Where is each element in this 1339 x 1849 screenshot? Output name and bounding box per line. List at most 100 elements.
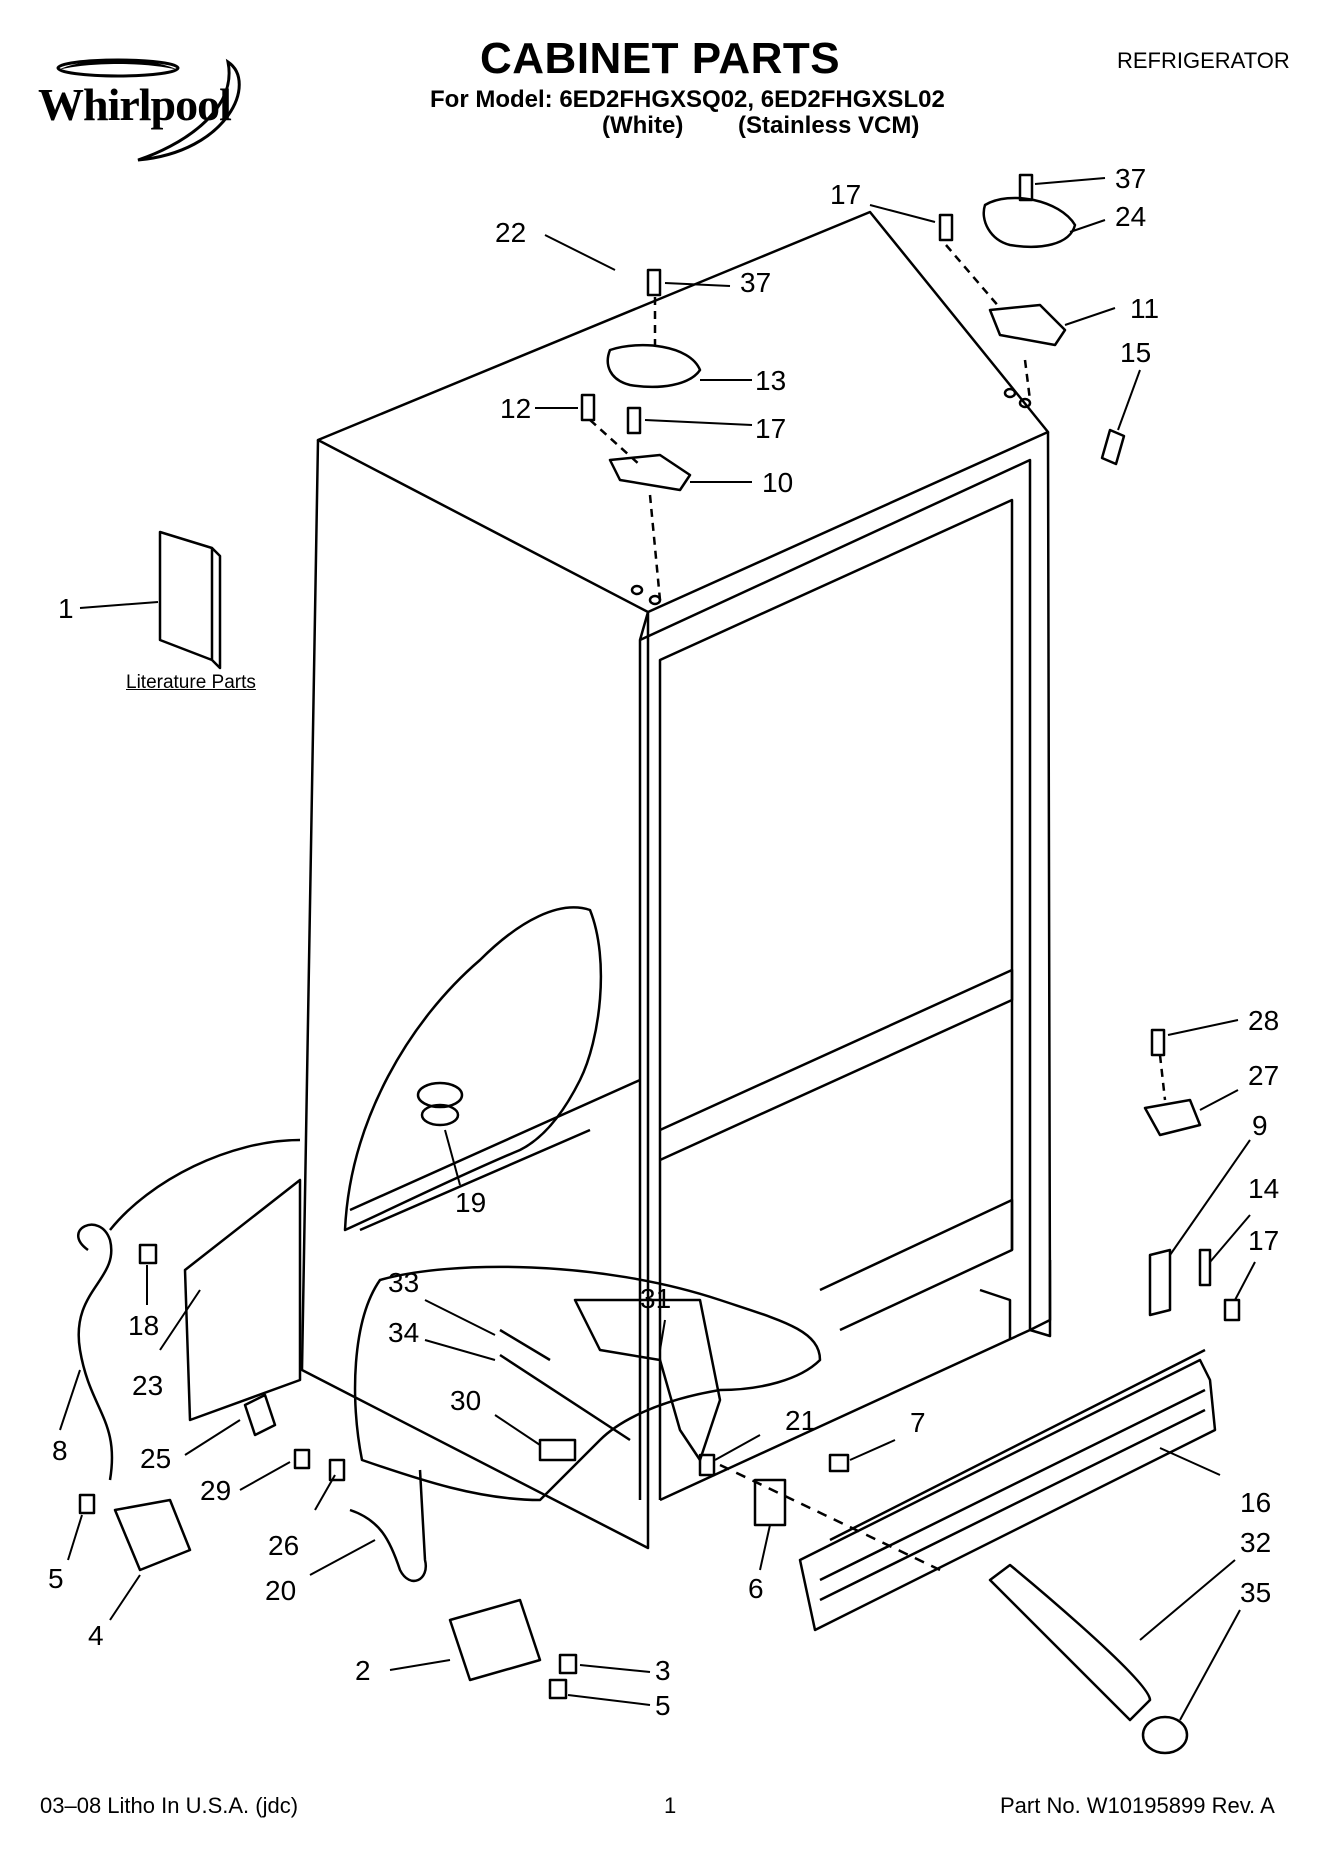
leader-17a — [869, 204, 936, 223]
callout-37: 37 — [740, 267, 771, 298]
callout-8: 8 — [52, 1435, 68, 1466]
category-label: REFRIGERATOR — [1117, 48, 1290, 73]
callout-3: 3 — [655, 1655, 671, 1686]
callout-21: 21 — [785, 1405, 816, 1436]
callout-37: 37 — [1115, 163, 1146, 194]
leader-21 — [714, 1434, 761, 1461]
toe-grille — [798, 1348, 1217, 1632]
leader-1 — [79, 601, 159, 609]
water-line-20 — [349, 1469, 428, 1582]
variant-stainless: (Stainless VCM) — [738, 112, 920, 139]
screw-5b — [548, 1678, 568, 1700]
callout-25: 25 — [140, 1443, 171, 1474]
leader-25 — [184, 1419, 241, 1456]
callout-27: 27 — [1248, 1060, 1279, 1091]
screw-37a — [1018, 173, 1034, 202]
water-filter — [988, 1563, 1152, 1722]
leader-19 — [444, 1129, 461, 1186]
leader-9 — [1169, 1139, 1251, 1256]
leader-4 — [109, 1574, 141, 1621]
callout-14: 14 — [1248, 1173, 1279, 1204]
callout-9: 9 — [1252, 1110, 1268, 1141]
hinge-10 — [608, 453, 692, 492]
hinge-13-cover — [606, 344, 702, 389]
leader-22 — [544, 234, 616, 271]
screw-12 — [580, 393, 596, 422]
leader-26 — [314, 1474, 336, 1511]
screw-5a — [78, 1493, 96, 1515]
leader-23 — [159, 1289, 201, 1351]
leader-3 — [579, 1664, 651, 1673]
leader-14 — [1209, 1214, 1251, 1263]
leader-2 — [389, 1659, 451, 1671]
variant-white: (White) — [602, 112, 684, 139]
screw-3 — [558, 1653, 578, 1675]
model-line: For Model: 6ED2FHGXSQ02, 6ED2FHGXSL02 — [430, 86, 945, 113]
screw-28 — [1150, 1028, 1166, 1057]
callout-13: 13 — [755, 365, 786, 396]
bracket-25 — [243, 1393, 277, 1437]
leader-15 — [1117, 369, 1141, 431]
hinge-11 — [988, 303, 1067, 347]
roller-2 — [448, 1598, 542, 1682]
whirlpool-swirl-icon — [56, 58, 241, 162]
callout-7: 7 — [910, 1407, 926, 1438]
cutaway-lower — [353, 1265, 822, 1502]
callout-16: 16 — [1240, 1487, 1271, 1518]
page-title: CABINET PARTS — [480, 34, 841, 83]
cutaway-upper — [343, 906, 603, 1232]
footer-page-number: 1 — [664, 1793, 677, 1818]
callout-19: 19 — [455, 1187, 486, 1218]
callout-28: 28 — [1248, 1005, 1279, 1036]
leader-31 — [659, 1319, 666, 1351]
callout-32: 32 — [1240, 1527, 1271, 1558]
leader-20 — [309, 1539, 376, 1576]
leader-24 — [1069, 219, 1106, 233]
filter-cap — [1141, 1715, 1189, 1755]
leader-34 — [424, 1339, 496, 1361]
callout-22: 22 — [495, 217, 526, 248]
callout-12: 12 — [500, 393, 531, 424]
bracket-27 — [1143, 1098, 1202, 1137]
footer-print-info: 03–08 Litho In U.S.A. (jdc) — [40, 1793, 299, 1818]
callout-17: 17 — [755, 413, 786, 444]
filter-part-30 — [538, 1438, 577, 1462]
callout-4: 4 — [88, 1620, 104, 1651]
leader-30 — [494, 1414, 541, 1446]
callout-5: 5 — [48, 1563, 64, 1594]
rear-panel-23 — [183, 1178, 302, 1422]
callout-29: 29 — [200, 1475, 231, 1506]
leader-6 — [759, 1524, 771, 1571]
grommet-19 — [416, 1081, 464, 1109]
callout-33: 33 — [388, 1267, 419, 1298]
callout-2: 2 — [355, 1655, 371, 1686]
leader-8 — [59, 1369, 81, 1431]
screw-17c — [1223, 1298, 1241, 1322]
screw-7 — [828, 1453, 850, 1473]
callout-23: 23 — [132, 1370, 163, 1401]
callout-20: 20 — [265, 1575, 296, 1606]
leader-17b — [644, 419, 753, 426]
screw-21 — [698, 1453, 716, 1477]
callout-17: 17 — [830, 179, 861, 210]
callout-35: 35 — [1240, 1577, 1271, 1608]
callout-18: 18 — [128, 1310, 159, 1341]
callout-30: 30 — [450, 1385, 481, 1416]
cabinet-top — [316, 210, 1050, 614]
power-cord-8 — [77, 1138, 301, 1481]
cabinet-front-frame — [638, 431, 1052, 1502]
leader-7 — [849, 1439, 896, 1461]
screw-37b — [646, 268, 662, 297]
callout-15: 15 — [1120, 337, 1151, 368]
hinge-24-cover — [982, 196, 1077, 249]
filter-tube-34 — [499, 1353, 631, 1442]
filter-housing — [573, 1298, 722, 1462]
screw-29 — [293, 1448, 311, 1470]
hinge-9 — [1148, 1248, 1172, 1317]
leader-17c — [1234, 1261, 1256, 1301]
literature-parts-label: Literature Parts — [126, 672, 256, 693]
callout-31: 31 — [640, 1283, 671, 1314]
screw-17b — [626, 406, 642, 435]
leader-37b — [664, 282, 731, 287]
